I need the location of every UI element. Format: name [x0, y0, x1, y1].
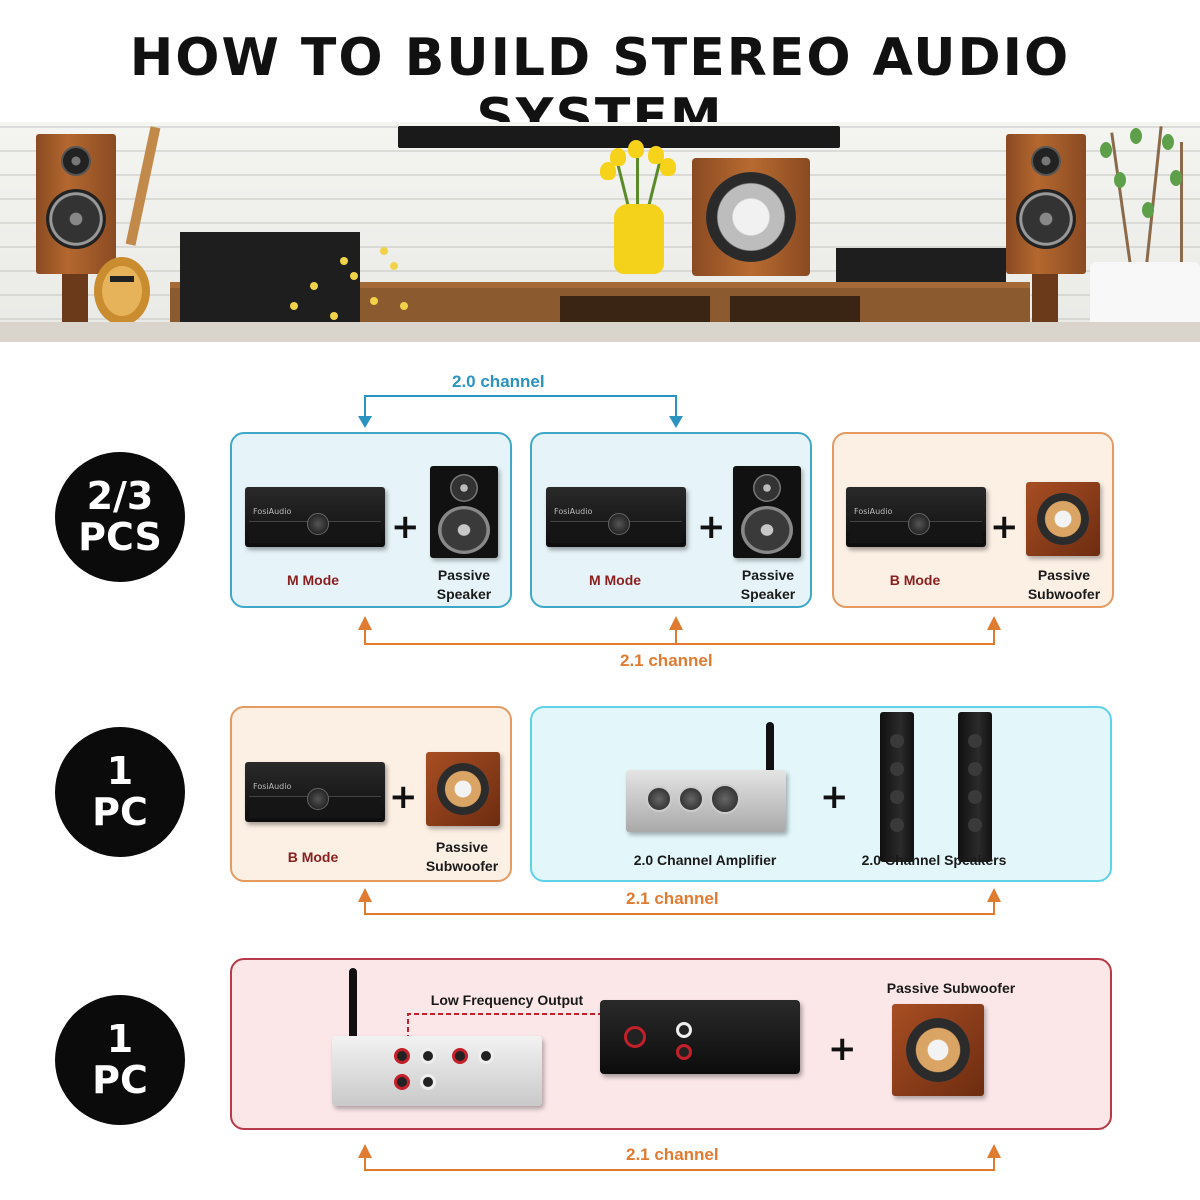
channel-label-2-1: 2.1 channel: [620, 651, 713, 670]
caption-2-0-channel-speakers: 2.0 Channel Speakers: [861, 852, 1007, 868]
hero-subwoofer: [692, 158, 810, 276]
black-box-right: [836, 248, 1006, 282]
rear-panel-subwoofer-amp-icon: [600, 1000, 800, 1074]
amplifier-icon: FosiAudio: [245, 487, 385, 547]
caption-passive-subwoofer: Passive Subwoofer: [886, 980, 1016, 996]
caption-2-0-channel-amplifier: 2.0 Channel Amplifier: [633, 852, 777, 868]
passive-subwoofer-icon: [1026, 482, 1100, 556]
channel-label-2-1: 2.1 channel: [626, 889, 719, 908]
tv-panel: [398, 126, 840, 148]
channel-label-2-0: 2.0 channel: [452, 372, 545, 391]
caption-low-frequency-output: Low Frequency Output: [430, 992, 584, 1008]
passive-subwoofer-icon: [892, 1004, 984, 1096]
plus-sign: +: [820, 777, 849, 817]
plus-sign: +: [828, 1029, 857, 1069]
silver-amplifier-icon: [626, 770, 786, 832]
passive-speaker-icon: [430, 466, 498, 558]
tower-speaker-right-icon: [958, 712, 992, 862]
amplifier-icon: FosiAudio: [846, 487, 986, 547]
caption-b-mode: B Mode: [889, 572, 941, 588]
plus-sign: +: [389, 777, 418, 817]
plus-sign: +: [697, 507, 726, 547]
amplifier-icon: FosiAudio: [245, 762, 385, 822]
plus-sign: +: [391, 507, 420, 547]
yellow-tulips: [598, 136, 680, 212]
rear-panel-amplifier-icon: [332, 1036, 542, 1106]
antenna-icon: [349, 968, 357, 1042]
amplifier-icon: FosiAudio: [546, 487, 686, 547]
floor: [0, 322, 1200, 342]
caption-m-mode: M Mode: [588, 572, 642, 588]
plant: [1090, 122, 1200, 282]
tower-speaker-left-icon: [880, 712, 914, 862]
guitar: [94, 126, 161, 325]
passive-speaker-icon: [733, 466, 801, 558]
caption-b-mode: B Mode: [287, 849, 339, 865]
plus-sign: +: [990, 507, 1019, 547]
passive-subwoofer-icon: [426, 752, 500, 826]
antenna-icon: [766, 722, 774, 782]
page-title: HOW TO BUILD STEREO AUDIO SYSTEM: [129, 28, 1071, 148]
channel-label-2-1: 2.1 channel: [626, 1145, 719, 1164]
hero-room-photo: [0, 122, 1200, 342]
bookshelf-speaker-right: [1006, 134, 1086, 274]
yellow-vase: [614, 204, 664, 274]
bookshelf-speaker-left: [36, 134, 116, 274]
caption-m-mode: M Mode: [286, 572, 340, 588]
